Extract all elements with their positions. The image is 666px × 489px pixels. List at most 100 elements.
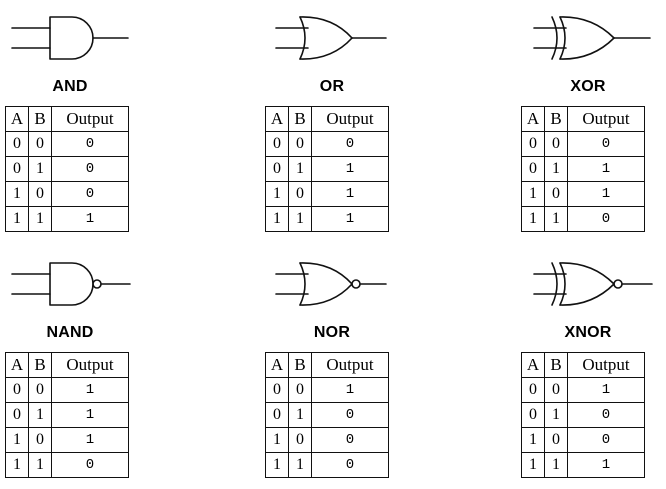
table-row: 1 1 0 <box>5 452 129 478</box>
gate-title: NOR <box>313 324 351 341</box>
table-row: 0 1 0 <box>5 156 129 182</box>
cell-b: 1 <box>28 156 52 182</box>
gate-title: NAND <box>46 324 94 341</box>
column-header-a: A <box>265 352 289 378</box>
column-header-b: B <box>544 106 568 132</box>
cell-b: 1 <box>544 402 568 428</box>
cell-a: 0 <box>5 156 29 182</box>
table-row: 1 0 0 <box>5 181 129 207</box>
column-header-b: B <box>288 106 312 132</box>
table-row: 0 1 0 <box>521 402 645 428</box>
table-row: 1 1 1 <box>5 206 129 232</box>
gate-title: OR <box>319 78 345 95</box>
cell-output: 1 <box>567 377 645 403</box>
gate-title: XOR <box>570 78 606 95</box>
cell-b: 0 <box>544 131 568 157</box>
truth-table: A B Output 0 0 1 0 1 1 1 0 1 1 1 0 <box>5 352 129 478</box>
cell-b: 0 <box>28 181 52 207</box>
cell-a: 1 <box>521 206 545 232</box>
cell-b: 0 <box>28 377 52 403</box>
table-header-row: A B Output <box>5 352 129 378</box>
cell-a: 0 <box>521 402 545 428</box>
table-row: 0 0 0 <box>521 131 645 157</box>
cell-a: 1 <box>5 427 29 453</box>
cell-b: 0 <box>544 427 568 453</box>
table-row: 0 1 1 <box>521 156 645 182</box>
table-row: 1 1 1 <box>265 206 389 232</box>
cell-a: 1 <box>521 452 545 478</box>
cell-output: 1 <box>567 156 645 182</box>
cell-a: 0 <box>521 377 545 403</box>
cell-b: 1 <box>544 206 568 232</box>
or-gate-symbol <box>275 16 387 60</box>
cell-b: 1 <box>544 452 568 478</box>
cell-output: 0 <box>567 402 645 428</box>
cell-b: 1 <box>28 452 52 478</box>
column-header-a: A <box>5 106 29 132</box>
gate-panel-and: AND A B Output 0 0 0 0 1 0 1 0 0 1 1 1 <box>0 6 140 236</box>
cell-b: 1 <box>288 206 312 232</box>
cell-a: 0 <box>5 402 29 428</box>
table-row: 0 1 0 <box>265 402 389 428</box>
cell-b: 0 <box>288 181 312 207</box>
gate-panel-xor: XOR A B Output 0 0 0 0 1 1 1 0 1 1 1 0 <box>518 6 658 236</box>
nand-gate-symbol <box>11 262 131 306</box>
cell-b: 1 <box>28 402 52 428</box>
cell-output: 0 <box>51 452 129 478</box>
gate-panel-xnor: XNOR A B Output 0 0 1 0 1 0 1 0 0 1 1 1 <box>518 252 658 482</box>
column-header-output: Output <box>567 352 645 378</box>
cell-a: 1 <box>265 181 289 207</box>
cell-b: 1 <box>28 206 52 232</box>
cell-output: 0 <box>311 452 389 478</box>
table-header-row: A B Output <box>265 352 389 378</box>
column-header-b: B <box>28 106 52 132</box>
column-header-output: Output <box>567 106 645 132</box>
cell-b: 1 <box>288 452 312 478</box>
gate-panel-nand: NAND A B Output 0 0 1 0 1 1 1 0 1 1 1 0 <box>0 252 140 482</box>
cell-output: 1 <box>311 206 389 232</box>
cell-output: 1 <box>311 377 389 403</box>
truth-table: A B Output 0 0 0 0 1 1 1 0 1 1 1 0 <box>521 106 645 232</box>
column-header-a: A <box>5 352 29 378</box>
table-header-row: A B Output <box>521 106 645 132</box>
column-header-a: A <box>521 352 545 378</box>
cell-a: 1 <box>5 181 29 207</box>
truth-table: A B Output 0 0 0 0 1 0 1 0 0 1 1 1 <box>5 106 129 232</box>
cell-a: 0 <box>265 156 289 182</box>
column-header-output: Output <box>311 106 389 132</box>
table-row: 0 0 1 <box>521 377 645 403</box>
cell-b: 0 <box>544 377 568 403</box>
cell-b: 0 <box>544 181 568 207</box>
truth-table: A B Output 0 0 0 0 1 1 1 0 1 1 1 1 <box>265 106 389 232</box>
truth-table: A B Output 0 0 1 0 1 0 1 0 0 1 1 0 <box>265 352 389 478</box>
table-row: 1 1 0 <box>265 452 389 478</box>
column-header-a: A <box>265 106 289 132</box>
cell-output: 0 <box>311 131 389 157</box>
table-row: 0 0 1 <box>5 377 129 403</box>
table-row: 0 1 1 <box>5 402 129 428</box>
cell-a: 0 <box>521 131 545 157</box>
gate-panel-nor: NOR A B Output 0 0 1 0 1 0 1 0 0 1 1 0 <box>262 252 402 482</box>
xor-gate-symbol <box>533 16 651 60</box>
cell-a: 1 <box>5 206 29 232</box>
cell-output: 0 <box>51 181 129 207</box>
column-header-b: B <box>544 352 568 378</box>
column-header-output: Output <box>311 352 389 378</box>
cell-a: 1 <box>521 427 545 453</box>
and-gate-symbol <box>11 16 129 60</box>
cell-output: 1 <box>51 402 129 428</box>
cell-a: 1 <box>5 452 29 478</box>
cell-a: 0 <box>265 377 289 403</box>
cell-output: 0 <box>567 206 645 232</box>
nor-gate-symbol <box>275 262 387 306</box>
table-header-row: A B Output <box>265 106 389 132</box>
column-header-b: B <box>28 352 52 378</box>
table-row: 1 0 1 <box>265 181 389 207</box>
cell-a: 1 <box>265 206 289 232</box>
table-header-row: A B Output <box>5 106 129 132</box>
table-row: 0 1 1 <box>265 156 389 182</box>
cell-b: 1 <box>544 156 568 182</box>
table-row: 1 0 1 <box>5 427 129 453</box>
table-row: 0 0 0 <box>265 131 389 157</box>
table-row: 0 0 0 <box>5 131 129 157</box>
